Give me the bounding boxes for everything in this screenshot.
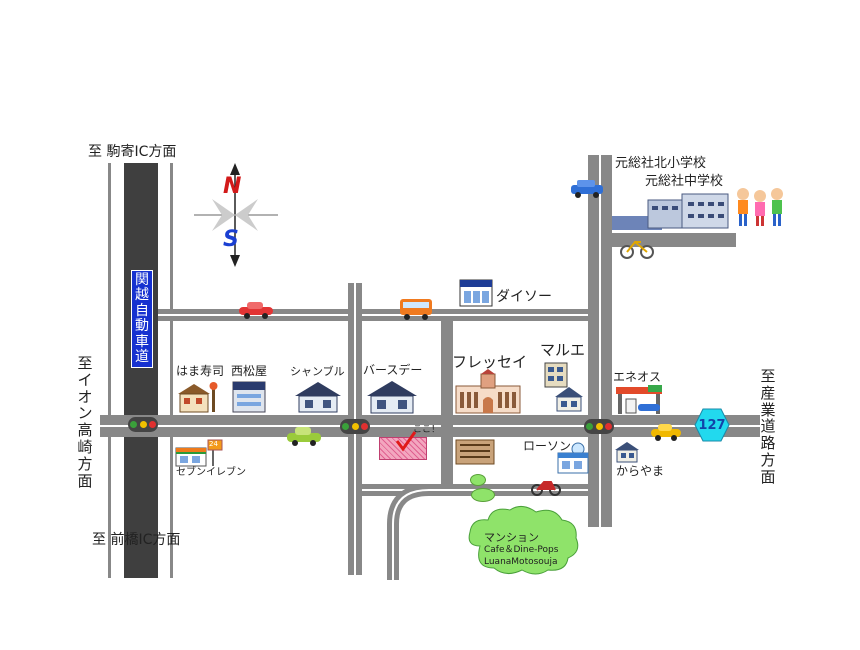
apartment-building-icon bbox=[455, 439, 495, 465]
birthday-label: バースデー bbox=[363, 363, 423, 377]
kan-etsu-expressway bbox=[124, 163, 158, 578]
eneos-gas-station-icon bbox=[616, 385, 662, 414]
checkmark-icon bbox=[395, 431, 417, 452]
hamazushi-label: はま寿司 bbox=[176, 364, 225, 378]
bicycle-icon bbox=[620, 240, 654, 259]
karayama-house-icon bbox=[615, 442, 639, 463]
school-north-label: 元総社北小学校 bbox=[615, 156, 707, 171]
direction-north-label: 至 駒寄IC方面 bbox=[88, 144, 177, 160]
expressway-frontage-road-east bbox=[170, 163, 173, 578]
direction-east-label: 至産業道路方面 bbox=[760, 367, 776, 486]
green-dot-marker bbox=[471, 488, 495, 502]
marue-store-icon bbox=[544, 362, 583, 412]
destination-line-3: LuanaMotosouja bbox=[484, 556, 558, 567]
yellow-car-icon bbox=[651, 424, 681, 441]
shampur-label: シャンブル bbox=[290, 365, 345, 378]
direction-south-label: 至 前橋IC方面 bbox=[92, 532, 181, 548]
seven-eleven-24-badge: 24 bbox=[209, 440, 218, 448]
daiso-label: ダイソー bbox=[496, 289, 552, 305]
hamazushi-restaurant-icon bbox=[178, 382, 218, 413]
route-number: 127 bbox=[698, 418, 726, 433]
road-school bbox=[612, 233, 736, 247]
destination-cloud-icon bbox=[468, 506, 579, 575]
shampur-house-icon bbox=[295, 382, 341, 413]
fressay-supermarket-icon bbox=[455, 369, 521, 414]
destination-text: マンション Cafe＆Dine-Pops LuanaMotosouja bbox=[484, 531, 558, 569]
motorcycle-icon bbox=[531, 481, 561, 496]
lawson-label: ローソン bbox=[523, 439, 572, 453]
expressway-label: 関越自動車道 bbox=[131, 270, 153, 369]
traffic-signal-west bbox=[128, 417, 158, 432]
compass-south: S bbox=[223, 227, 239, 252]
here-label: ここ！ bbox=[413, 425, 441, 435]
green-car-icon bbox=[287, 427, 321, 446]
fressay-label: フレッセイ bbox=[452, 353, 528, 371]
school-building-icon bbox=[612, 193, 729, 230]
children-icon bbox=[737, 188, 783, 226]
green-dot-marker bbox=[470, 474, 486, 486]
route-127-badge: 127 bbox=[694, 408, 730, 442]
lawson-store-icon bbox=[557, 442, 589, 474]
marue-label: マルエ bbox=[540, 341, 586, 359]
expressway-frontage-road-west bbox=[108, 163, 111, 578]
destination-line-1: マンション bbox=[484, 531, 539, 544]
compass-north: N bbox=[223, 174, 242, 199]
road-north-south-2 bbox=[441, 321, 453, 496]
destination-line-2: Cafe＆Dine-Pops bbox=[484, 545, 559, 556]
birthday-store-icon bbox=[367, 381, 417, 414]
seven-eleven-label: セブンイレブン bbox=[176, 467, 246, 478]
traffic-signal-east bbox=[584, 419, 614, 434]
karayama-label: からやま bbox=[616, 464, 665, 478]
red-car-icon bbox=[239, 302, 273, 319]
nishimatsuya-store-icon bbox=[232, 381, 266, 413]
seven-eleven-store-icon bbox=[175, 439, 223, 467]
blue-car-icon bbox=[571, 180, 603, 198]
traffic-signal-center bbox=[340, 419, 370, 434]
school-middle-label: 元総社中学校 bbox=[645, 174, 724, 189]
eneos-label: エネオス bbox=[613, 370, 662, 384]
direction-west-label: 至イオン高崎方面 bbox=[77, 354, 93, 490]
curved-road-to-destination bbox=[387, 484, 505, 580]
daiso-store-icon bbox=[459, 279, 493, 307]
compass-icon bbox=[194, 163, 278, 267]
nishimatsuya-label: 西松屋 bbox=[231, 364, 268, 378]
bus-icon bbox=[400, 299, 432, 320]
